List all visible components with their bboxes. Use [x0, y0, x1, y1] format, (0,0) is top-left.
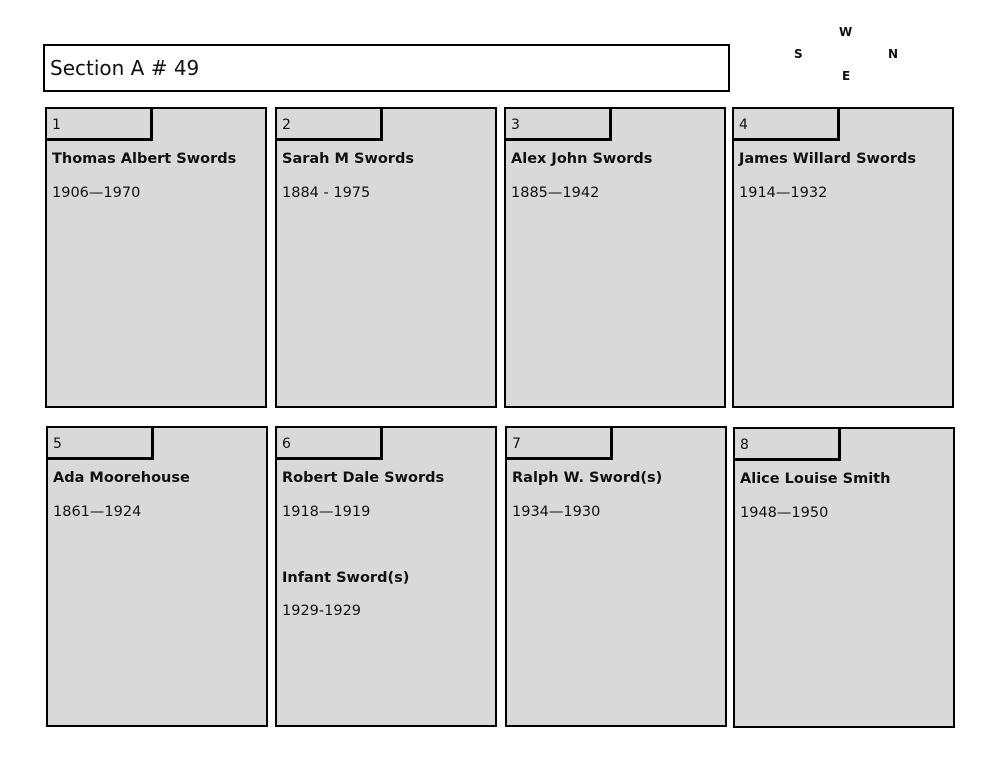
- plot-number-box: 1: [47, 109, 153, 141]
- plot-number: 7: [512, 436, 521, 452]
- plot-number-box: 2: [277, 109, 383, 141]
- burial-name: Sarah M Swords: [282, 151, 414, 167]
- plot-7: 7 Ralph W. Sword(s) 1934—1930: [505, 426, 727, 727]
- burial-name: Infant Sword(s): [282, 570, 410, 586]
- burial-name: Thomas Albert Swords: [52, 151, 237, 167]
- plot-number: 2: [282, 117, 291, 133]
- burial-name: Ralph W. Sword(s): [512, 470, 663, 486]
- burial-dates: 1914—1932: [739, 185, 828, 201]
- burial-dates: 1918—1919: [282, 504, 371, 520]
- plot-number: 4: [739, 117, 748, 133]
- section-title: Section A # 49: [50, 56, 200, 80]
- burial-dates: 1934—1930: [512, 504, 601, 520]
- plot-number-box: 6: [277, 428, 383, 460]
- burial-name: Robert Dale Swords: [282, 470, 445, 486]
- burial-dates: 1929-1929: [282, 603, 362, 619]
- plot-number-box: 7: [507, 428, 613, 460]
- section-title-box: Section A # 49: [43, 44, 730, 92]
- compass-bottom-label: E: [842, 69, 851, 83]
- burial-dates: 1948—1950: [740, 505, 829, 521]
- burial-name: James Willard Swords: [739, 151, 917, 167]
- plot-8: 8 Alice Louise Smith 1948—1950: [733, 427, 955, 728]
- plot-number-box: 4: [734, 109, 840, 141]
- plot-number-box: 5: [48, 428, 154, 460]
- compass-top-label: W: [839, 25, 853, 39]
- plot-number-box: 3: [506, 109, 612, 141]
- burial-name: Alice Louise Smith: [740, 471, 891, 487]
- plot-5: 5 Ada Moorehouse 1861—1924: [46, 426, 268, 727]
- plot-number: 8: [740, 437, 749, 453]
- compass-right-label: N: [888, 47, 899, 61]
- compass-left-label: S: [794, 47, 803, 61]
- plot-number: 3: [511, 117, 520, 133]
- burial-dates: 1884 - 1975: [282, 185, 371, 201]
- plot-number: 1: [52, 117, 61, 133]
- plot-number: 6: [282, 436, 291, 452]
- burial-dates: 1885—1942: [511, 185, 600, 201]
- burial-dates: 1861—1924: [53, 504, 142, 520]
- burial-name: Alex John Swords: [511, 151, 653, 167]
- plot-4: 4 James Willard Swords 1914—1932: [732, 107, 954, 408]
- plot-6: 6 Robert Dale Swords 1918—1919 Infant Sw…: [275, 426, 497, 727]
- plot-2: 2 Sarah M Swords 1884 - 1975: [275, 107, 497, 408]
- burial-name: Ada Moorehouse: [53, 470, 190, 486]
- plot-1: 1 Thomas Albert Swords 1906—1970: [45, 107, 267, 408]
- burial-dates: 1906—1970: [52, 185, 141, 201]
- plot-number: 5: [53, 436, 62, 452]
- plot-number-box: 8: [735, 429, 841, 461]
- plot-3: 3 Alex John Swords 1885—1942: [504, 107, 726, 408]
